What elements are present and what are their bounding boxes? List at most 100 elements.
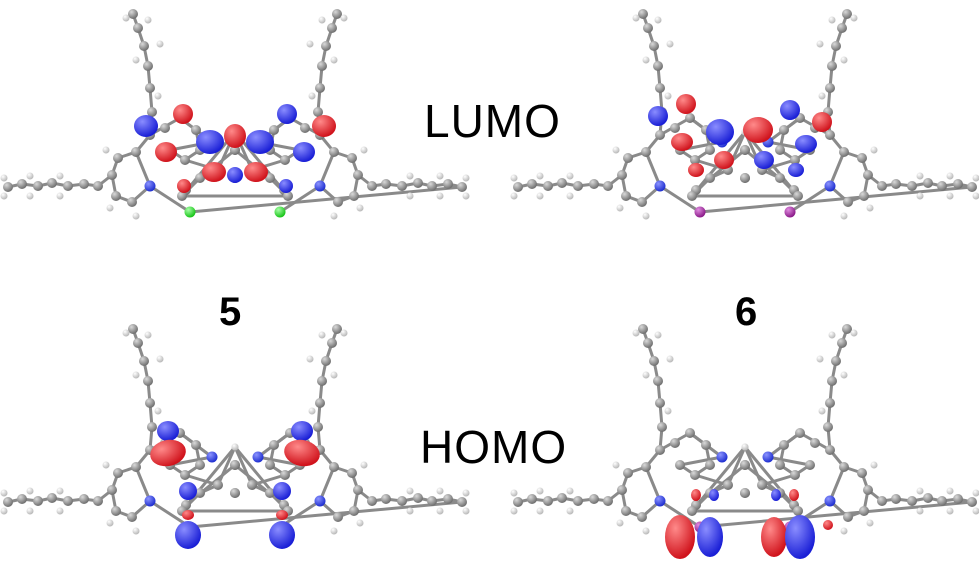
- hydrogen-atom: [340, 329, 348, 337]
- hydrogen-atom: [972, 507, 979, 515]
- atoms: [0, 9, 470, 220]
- positive-lobe: [182, 510, 194, 520]
- carbon-atom: [347, 153, 357, 163]
- hydrogen-atom: [536, 192, 544, 200]
- carbon-atom: [397, 496, 407, 506]
- carbon-atom: [859, 506, 869, 516]
- bond: [726, 445, 747, 487]
- carbon-atom: [701, 440, 711, 450]
- bond: [658, 184, 702, 214]
- carbon-atom: [128, 324, 138, 334]
- carbon-atom: [427, 496, 437, 506]
- negative-lobe: [269, 521, 295, 549]
- carbon-atom: [327, 23, 337, 33]
- hydrogen-atom: [154, 407, 162, 415]
- hydrogen-atom: [154, 92, 162, 100]
- bond: [318, 465, 336, 503]
- carbon-atom: [17, 179, 27, 189]
- hydrogen-atom: [0, 489, 8, 497]
- carbon-atom: [637, 197, 647, 207]
- carbon-atom: [143, 61, 153, 71]
- bond: [188, 185, 464, 214]
- carbon-atom: [269, 125, 279, 135]
- carbon-atom: [923, 493, 933, 503]
- hydrogen-atom: [870, 146, 878, 154]
- carbon-atom: [527, 494, 537, 504]
- carbon-atom: [315, 398, 325, 408]
- carbon-atom: [653, 61, 663, 71]
- carbon-atom: [333, 197, 343, 207]
- carbon-atom: [33, 181, 43, 191]
- hydrogen-atom: [0, 192, 8, 200]
- bond: [644, 150, 662, 188]
- carbon-atom: [413, 493, 423, 503]
- carbon-atom: [825, 445, 835, 455]
- carbon-atom: [160, 123, 170, 133]
- carbon-atom: [247, 480, 257, 490]
- hydrogen-atom: [866, 204, 874, 212]
- carbon-atom: [269, 440, 279, 450]
- hydrogen-atom: [308, 407, 316, 415]
- carbon-atom: [143, 376, 153, 386]
- carbon-atom: [827, 61, 837, 71]
- bond: [148, 184, 192, 214]
- hydrogen-atom: [330, 212, 338, 220]
- carbon-atom: [63, 496, 73, 506]
- positive-lobe: [284, 439, 320, 467]
- carbon-atom: [177, 191, 187, 201]
- hydrogen-atom: [436, 487, 444, 495]
- negative-lobe: [179, 482, 197, 500]
- carbon-atom: [863, 170, 873, 180]
- carbon-atom: [675, 460, 685, 470]
- carbon-atom: [573, 181, 583, 191]
- carbon-atom: [740, 173, 750, 183]
- carbon-atom: [128, 9, 138, 19]
- carbon-atom: [779, 440, 789, 450]
- carbon-atom: [147, 422, 157, 432]
- carbon-atom: [638, 9, 648, 19]
- hydrogen-atom: [536, 172, 544, 180]
- hydrogen-atom: [132, 212, 140, 220]
- homo-label: HOMO: [420, 421, 568, 473]
- carbon-atom: [839, 147, 849, 157]
- carbon-atom: [790, 470, 800, 480]
- bond: [828, 465, 846, 503]
- carbon-atom: [327, 338, 337, 348]
- hydrogen-atom: [818, 92, 826, 100]
- nitrogen-atom: [206, 451, 218, 463]
- carbon-atom: [180, 155, 190, 165]
- nitrogen-atom: [824, 180, 836, 192]
- hydrogen-atom: [26, 192, 34, 200]
- negative-lobe: [788, 163, 804, 177]
- carbon-atom: [825, 83, 835, 93]
- carbon-atom: [863, 485, 873, 495]
- hydrogen-atom: [946, 487, 954, 495]
- positive-lobe: [244, 162, 268, 182]
- carbon-atom: [17, 494, 27, 504]
- carbon-atom: [353, 170, 363, 180]
- hydrogen-atom: [330, 371, 338, 379]
- hydrogen-atom: [566, 507, 574, 515]
- hydrogen-atom: [566, 487, 574, 495]
- carbon-atom: [527, 179, 537, 189]
- negative-lobe: [709, 489, 719, 501]
- carbon-atom: [953, 179, 963, 189]
- carbon-atom: [637, 512, 647, 522]
- carbon-atom: [589, 179, 599, 189]
- carbon-atom: [641, 462, 651, 472]
- hydrogen-atom: [642, 56, 650, 64]
- carbon-atom: [543, 181, 553, 191]
- bond: [698, 500, 974, 529]
- hydrogen-atom: [840, 212, 848, 220]
- carbon-atom: [827, 376, 837, 386]
- hydrogen-atom: [666, 40, 674, 48]
- carbon-atom: [687, 506, 697, 516]
- carbon-atom: [381, 494, 391, 504]
- bond: [766, 455, 812, 467]
- hydrogen-atom: [462, 192, 470, 200]
- hydrogen-atom: [308, 92, 316, 100]
- carbon-atom: [573, 496, 583, 506]
- negative-lobe: [648, 106, 668, 126]
- carbon-atom: [195, 460, 205, 470]
- carbon-atom: [670, 438, 680, 448]
